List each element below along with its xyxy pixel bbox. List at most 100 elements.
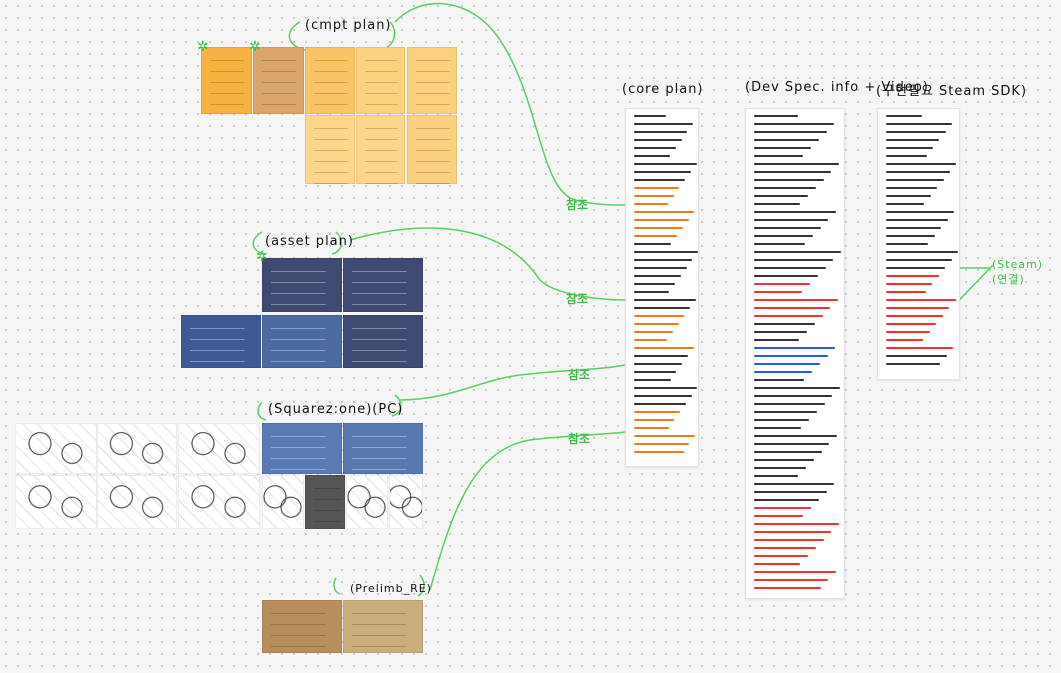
handwriting-line bbox=[634, 259, 693, 261]
image-card[interactable] bbox=[305, 475, 345, 529]
handwriting-line bbox=[754, 171, 832, 173]
sketch-card[interactable] bbox=[15, 475, 97, 529]
sketch-card[interactable] bbox=[389, 475, 423, 529]
handwriting-line bbox=[754, 387, 841, 389]
concept-card[interactable] bbox=[407, 115, 457, 184]
steam-document[interactable] bbox=[877, 108, 960, 380]
handwriting-line bbox=[886, 331, 930, 333]
sketch-card[interactable] bbox=[178, 423, 260, 474]
handwriting-line bbox=[634, 219, 689, 221]
handwriting-line bbox=[754, 435, 838, 437]
steam-note: (Steam) (연결) bbox=[992, 258, 1044, 286]
concept-card[interactable] bbox=[253, 47, 304, 114]
handwriting-line bbox=[634, 147, 676, 149]
handwriting-line bbox=[754, 379, 804, 381]
handwriting-line bbox=[886, 315, 943, 317]
handwriting-line bbox=[634, 251, 699, 253]
handwriting-line bbox=[634, 315, 685, 317]
asset-card[interactable] bbox=[262, 315, 342, 368]
handwriting-line bbox=[754, 251, 842, 253]
sketch-card[interactable] bbox=[97, 475, 177, 529]
handwriting-line bbox=[754, 363, 820, 365]
concept-card[interactable] bbox=[407, 47, 457, 114]
sketch-card[interactable] bbox=[15, 423, 97, 474]
handwriting-line bbox=[634, 291, 670, 293]
handwriting-line bbox=[886, 211, 955, 213]
concept-card[interactable] bbox=[201, 47, 252, 114]
squarez-card[interactable] bbox=[262, 423, 342, 474]
handwriting-line bbox=[886, 219, 948, 221]
reference-label: 참조 bbox=[566, 198, 589, 212]
handwriting-line bbox=[754, 179, 824, 181]
section-label-steam: (구현필요 Steam SDK) bbox=[876, 84, 1028, 99]
concept-card[interactable] bbox=[356, 47, 405, 114]
handwriting-line bbox=[634, 227, 683, 229]
prelim-card[interactable] bbox=[343, 600, 423, 653]
handwriting-line bbox=[886, 139, 940, 141]
handwriting-line bbox=[634, 235, 678, 237]
dev-info-document[interactable] bbox=[745, 108, 845, 599]
star-icon: ✲ bbox=[249, 39, 261, 55]
handwriting-line bbox=[886, 283, 933, 285]
handwriting-line bbox=[634, 435, 696, 437]
handwriting-line bbox=[754, 467, 806, 469]
handwriting-line bbox=[754, 331, 807, 333]
asset-card[interactable] bbox=[343, 258, 423, 312]
handwriting-line bbox=[886, 323, 937, 325]
handwriting-line bbox=[754, 155, 803, 157]
handwriting-line bbox=[886, 115, 923, 117]
handwriting-line bbox=[634, 323, 679, 325]
asset-card[interactable] bbox=[262, 258, 342, 312]
concept-card[interactable] bbox=[305, 115, 355, 184]
handwriting-line bbox=[754, 515, 803, 517]
handwriting-line bbox=[754, 443, 830, 445]
handwriting-line bbox=[634, 139, 682, 141]
handwriting-line bbox=[754, 123, 835, 125]
handwriting-line bbox=[634, 131, 688, 133]
handwriting-line bbox=[754, 355, 828, 357]
handwriting-line bbox=[886, 235, 935, 237]
handwriting-line bbox=[754, 339, 800, 341]
handwriting-line bbox=[886, 339, 924, 341]
sketch-card[interactable] bbox=[346, 475, 388, 529]
handwriting-line bbox=[634, 123, 694, 125]
handwriting-line bbox=[754, 323, 815, 325]
handwriting-line bbox=[886, 179, 944, 181]
handwriting-line bbox=[754, 347, 836, 349]
prelim-card[interactable] bbox=[262, 600, 342, 653]
handwriting-line bbox=[886, 227, 942, 229]
handwriting-line bbox=[754, 539, 824, 541]
sketch-card[interactable] bbox=[97, 423, 177, 474]
handwriting-line bbox=[886, 147, 933, 149]
handwriting-line bbox=[886, 203, 925, 205]
handwriting-line bbox=[754, 131, 827, 133]
squarez-card[interactable] bbox=[343, 423, 423, 474]
handwriting-line bbox=[634, 203, 668, 205]
handwriting-line bbox=[886, 275, 939, 277]
reference-label: 참조 bbox=[566, 292, 589, 306]
handwriting-line bbox=[634, 179, 686, 181]
handwriting-line bbox=[634, 403, 686, 405]
sketch-card[interactable] bbox=[262, 475, 304, 529]
handwriting-line bbox=[886, 347, 954, 349]
sketch-card[interactable] bbox=[178, 475, 260, 529]
handwriting-line bbox=[754, 523, 840, 525]
handwriting-line bbox=[886, 363, 941, 365]
concept-card[interactable] bbox=[356, 115, 405, 184]
handwriting-line bbox=[754, 299, 839, 301]
handwriting-line bbox=[886, 299, 956, 301]
handwriting-line bbox=[754, 235, 813, 237]
handwriting-line bbox=[634, 187, 680, 189]
section-label-core-plan: (core plan) bbox=[622, 82, 704, 97]
handwriting-line bbox=[634, 195, 674, 197]
asset-card[interactable] bbox=[181, 315, 261, 368]
section-label-dev-info: (Dev Spec. info + Video) bbox=[745, 80, 929, 95]
core-plan-document[interactable] bbox=[625, 108, 699, 467]
handwriting-line bbox=[886, 243, 929, 245]
handwriting-line bbox=[754, 267, 826, 269]
concept-card[interactable] bbox=[305, 47, 355, 114]
asset-card[interactable] bbox=[343, 315, 423, 368]
handwriting-line bbox=[886, 187, 938, 189]
handwriting-line bbox=[886, 267, 946, 269]
handwriting-line bbox=[754, 371, 812, 373]
